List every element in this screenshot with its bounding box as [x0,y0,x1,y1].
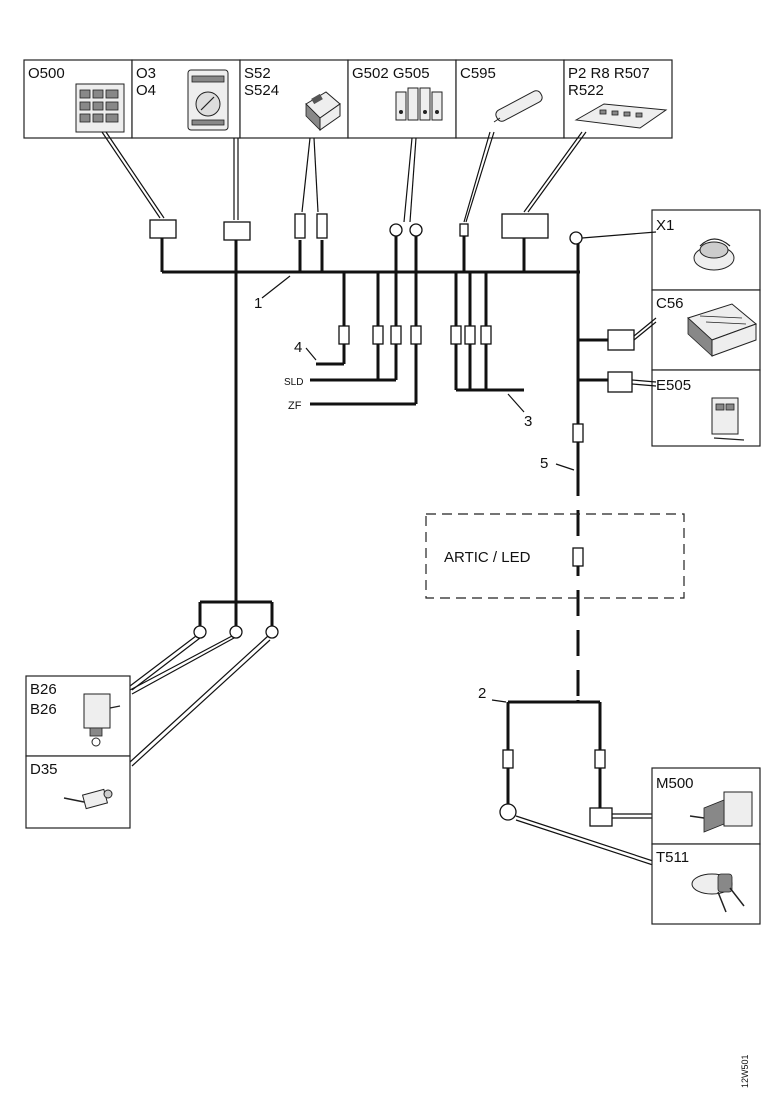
control-module-icon [687,303,757,357]
switch-icon [305,91,341,131]
component-label: R522 [568,82,604,99]
sensor-icon [83,693,121,747]
component-p2-r522[interactable]: P2 R8 R507 R522 [563,59,673,139]
component-label: O500 [28,65,65,82]
top-component-panel: O500 O3 O4 [23,59,673,139]
branch-harnesses: 4 SLD ZF 3 [284,272,532,430]
harness-5: 5 [540,423,584,700]
component-m500[interactable]: M500 [651,767,761,845]
display-unit-icon [187,69,229,131]
motor-icon [689,791,753,833]
figure-code: 12W501 [740,1054,750,1088]
component-label: S524 [244,82,279,99]
harness-label-1: 1 [254,295,262,312]
connector-g502 [389,223,403,237]
component-c56[interactable]: C56 [651,289,761,371]
left-component-panel: B26 B26 D35 [25,675,131,829]
wire-end-sld: SLD [284,377,303,388]
component-g502-g505[interactable]: G502 G505 [347,59,457,139]
connector-s52 [294,213,306,239]
component-label: B26 [30,701,57,718]
harness-2: 2 [478,685,657,867]
component-e505[interactable]: E505 [651,369,761,447]
component-label: D35 [30,761,58,778]
wire-end-zf: ZF [288,400,302,412]
connector-o500 [149,219,177,239]
top-leader-lines [101,131,587,223]
component-label: S52 [244,65,271,82]
connector-g505 [409,223,423,237]
right-component-panel: X1 C56 E505 [578,209,761,447]
component-o500[interactable]: O500 [23,59,133,139]
artic-led-section: ARTIC / LED [425,513,685,599]
component-label: X1 [656,217,674,234]
bottom-component-panel: M500 T511 [651,767,761,925]
connector-s524 [316,213,328,239]
left-branch [129,600,279,767]
component-label: E505 [656,377,691,394]
component-label: M500 [656,775,694,792]
section-label-artic-led: ARTIC / LED [444,549,531,566]
circuit-board-icon [574,103,668,129]
component-label: O3 [136,65,156,82]
component-x1[interactable]: X1 [651,209,761,291]
harness-label-2: 2 [478,685,486,702]
component-t511[interactable]: T511 [651,843,761,925]
connector-x1 [569,231,583,245]
component-d35[interactable]: D35 [25,755,131,829]
harness-label-5: 5 [540,455,548,472]
control-panel-icon [75,83,125,133]
connector-m500 [589,807,613,827]
component-c595[interactable]: C595 [455,59,565,139]
component-s52-s524[interactable]: S52 S524 [239,59,349,139]
connector-t511 [499,803,517,821]
component-label: O4 [136,82,156,99]
component-label: C56 [656,295,684,312]
relay-box-icon [711,397,745,441]
component-label: G502 G505 [352,65,430,82]
temperature-sensor-icon [691,873,745,913]
harness-label-4: 4 [294,339,302,356]
component-o3-o4[interactable]: O3 O4 [131,59,241,139]
component-label: P2 R8 R507 [568,65,650,82]
component-b26[interactable]: B26 B26 [25,675,131,757]
connector-p2-r522 [501,213,549,239]
connector-o3-o4 [223,221,251,241]
connector-c595 [459,223,469,237]
component-label: B26 [30,681,57,698]
sensor-group-icon [395,87,443,121]
component-label: T511 [656,849,689,866]
connector-plug-icon [693,238,735,271]
fuse-icon [493,90,543,123]
harness-1: 1 [149,213,583,602]
harness-label-3: 3 [524,413,532,430]
valve-icon [63,788,113,810]
component-label: C595 [460,65,496,82]
